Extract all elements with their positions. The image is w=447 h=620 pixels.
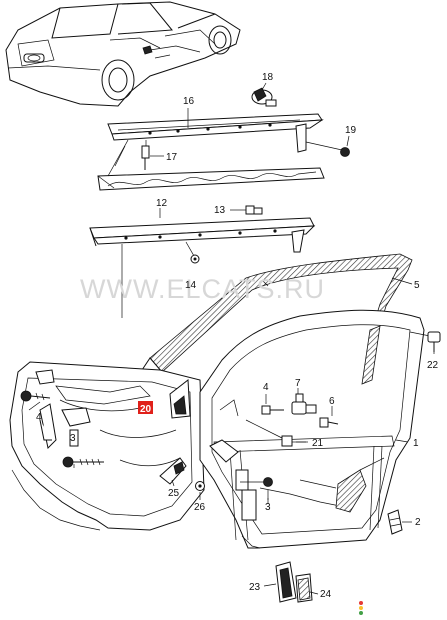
callout-17[interactable]: 17 [166,152,178,163]
trim-23 [275,561,297,603]
callout-4-left[interactable]: 4 [36,412,42,423]
nut-26 [195,481,205,491]
callout-2[interactable]: 2 [415,517,421,528]
bolt-3-left [62,456,104,468]
callout-5[interactable]: 5 [414,280,420,291]
car-overview-illustration [5,1,241,107]
guide-7 [291,388,317,415]
callout-23[interactable]: 23 [249,582,261,593]
callout-20-highlight [138,401,153,414]
bolt-4-left [20,390,51,402]
indicator-green-dot [359,611,363,615]
window-guide-strip [361,325,381,385]
callout-21[interactable]: 21 [312,438,324,449]
bolt-13 [230,205,263,215]
callout-7[interactable]: 7 [295,378,301,389]
callout-25[interactable]: 25 [168,488,180,499]
callout-4-right[interactable]: 4 [263,382,269,393]
watermark-text: WWW.ELCATS.RU [80,274,325,304]
triangle-trim-25 [159,457,187,485]
callout-3-right[interactable]: 3 [265,502,271,513]
seal-strip [97,167,325,191]
callout-12[interactable]: 12 [156,198,168,209]
bracket-2 [387,509,403,535]
triangle-trim-20 [169,379,191,419]
leader-lines [107,108,189,318]
callout-19[interactable]: 19 [345,125,357,136]
bolt-21 [245,419,306,447]
window-channel-12 [89,217,316,253]
callout-14[interactable]: 14 [185,280,197,291]
callout-26[interactable]: 26 [194,502,206,513]
callout-1[interactable]: 1 [413,438,419,449]
upper-trim-strip-16 [107,113,324,153]
screw-17 [141,140,164,170]
screw-19 [305,135,350,157]
callout-24[interactable]: 24 [320,589,332,600]
callout-6[interactable]: 6 [329,396,335,407]
status-indicator [359,601,363,615]
bolt-6 [319,406,339,428]
callout-labels[interactable]: 18 16 19 17 12 13 14 5 22 4 7 6 20 4 1 3… [36,72,439,600]
callout-20[interactable]: 20 [140,404,152,415]
indicator-yellow-dot [359,606,363,610]
bolt-3-right [240,477,273,500]
bolt-4-right [261,394,284,415]
rear-door-inner-panel [9,361,205,531]
front-door-frame-1 [199,309,425,549]
screw-14 [185,241,200,264]
callout-22[interactable]: 22 [427,360,439,371]
callout-leaders [28,350,435,595]
callout-16[interactable]: 16 [183,96,195,107]
clip-18 [251,82,277,107]
trim-24 [295,573,313,603]
callout-3-left[interactable]: 3 [70,433,76,444]
callout-18[interactable]: 18 [262,72,274,83]
callout-13[interactable]: 13 [214,205,226,216]
indicator-red-dot [359,601,363,605]
